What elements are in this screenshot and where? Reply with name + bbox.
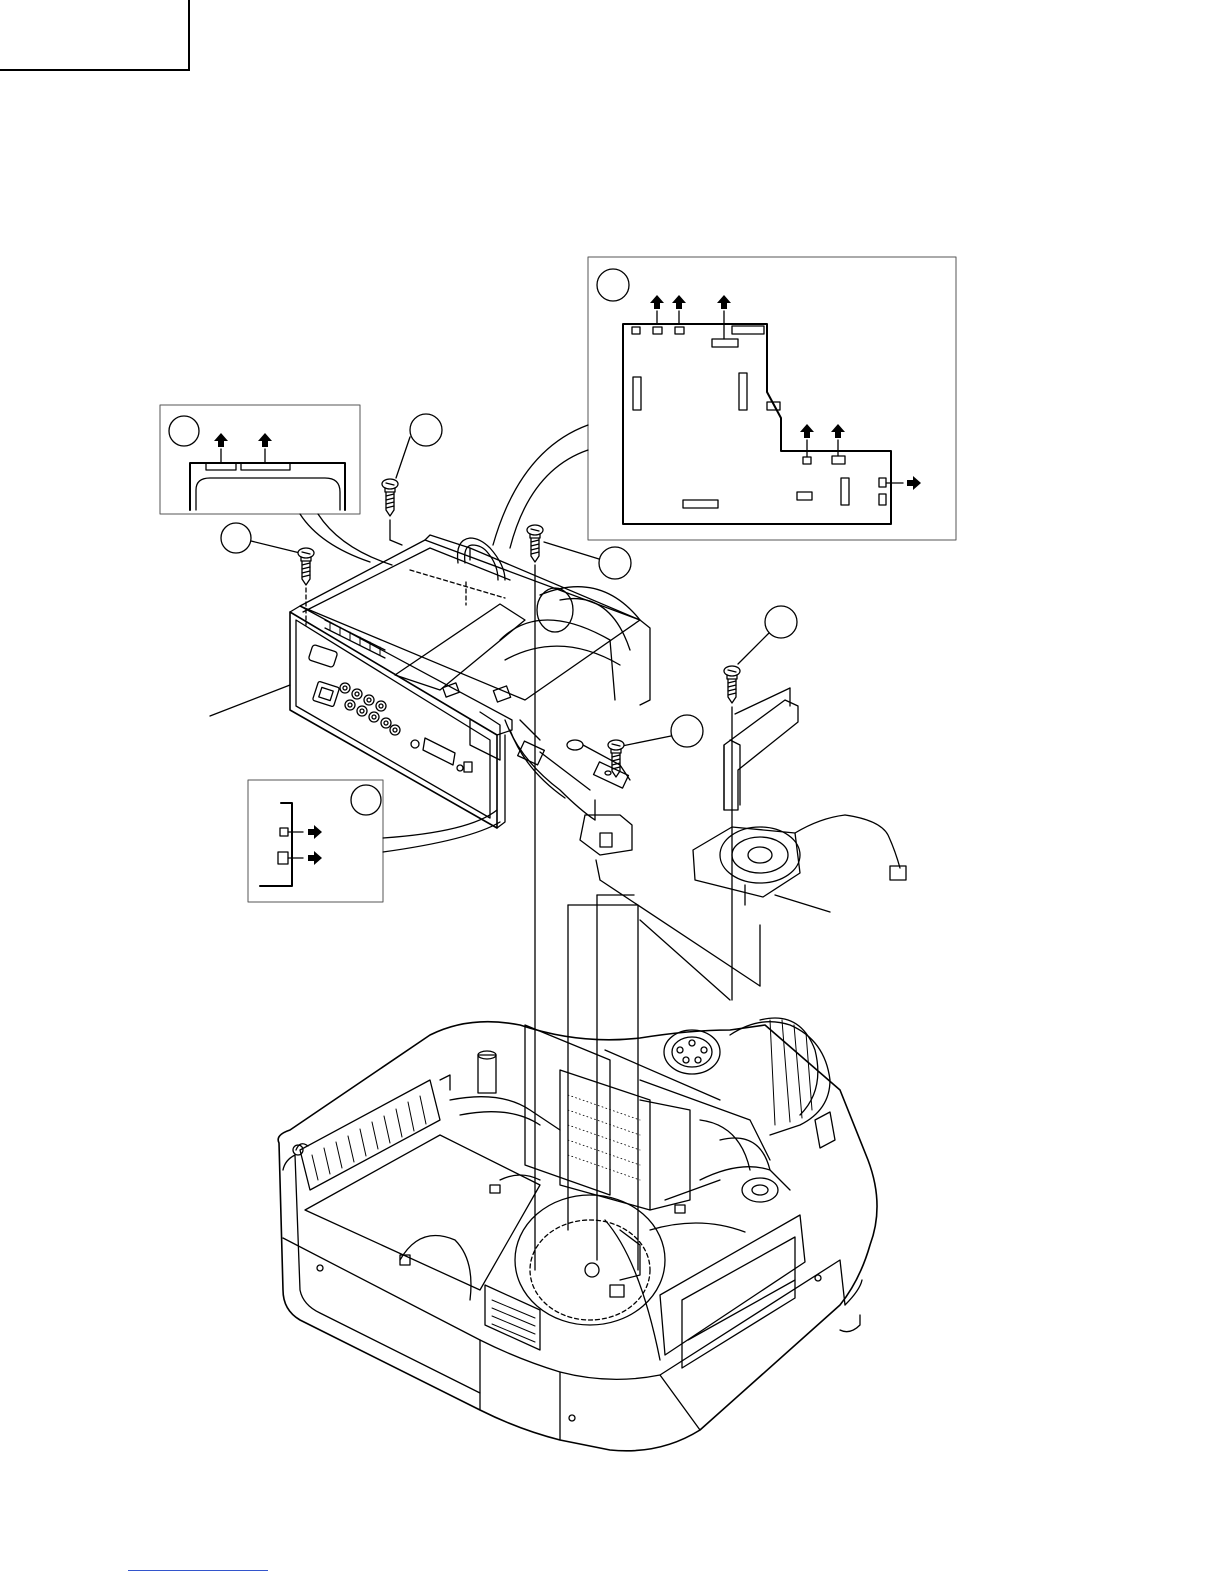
screw-top [382, 479, 398, 516]
cooling-fan [693, 815, 906, 912]
power-switch-assembly [567, 740, 632, 880]
inset-left-pcb [160, 405, 360, 514]
screw-center [527, 525, 543, 562]
screw-right [724, 666, 740, 703]
callout-screw-mid [671, 715, 703, 747]
inset-main-pcb [588, 257, 956, 540]
callout-terminal-detail [351, 785, 381, 815]
callout-screw-left [221, 523, 251, 553]
screw-left [298, 548, 314, 585]
callout-screw-top [410, 414, 442, 446]
av-terminal-pcb-unit [210, 535, 650, 847]
callout-screw-center [599, 547, 631, 579]
callout-left-pcb [169, 416, 199, 446]
inset-terminal-detail [248, 780, 383, 902]
projector-cabinet [278, 1018, 877, 1451]
callout-top-right-pcb [597, 269, 629, 301]
fan-bracket [724, 688, 798, 810]
footer-link[interactable] [128, 1560, 268, 1571]
callout-screw-right [765, 606, 797, 638]
